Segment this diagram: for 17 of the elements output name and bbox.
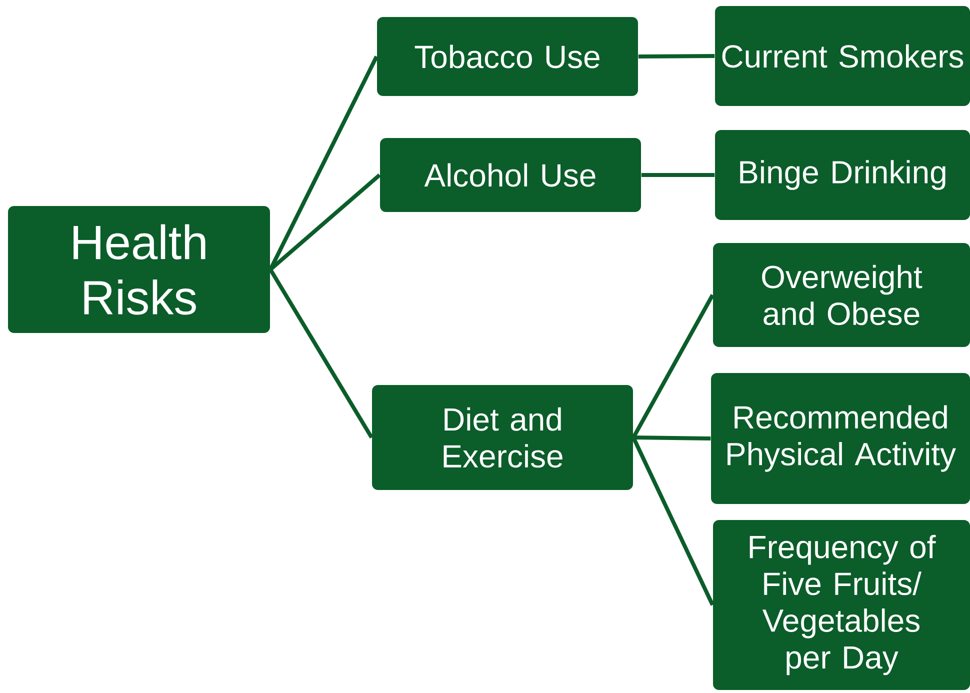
connector-line — [632, 436, 714, 606]
connector-line — [268, 268, 374, 439]
connector-line — [268, 56, 378, 270]
process-box: Health Risks — [8, 206, 270, 334]
connector-line — [641, 173, 715, 177]
connector-line — [638, 54, 715, 58]
connector-line — [633, 436, 711, 440]
process-box: Tobacco Use — [377, 17, 638, 96]
process-box: Overweight and Obese — [713, 243, 970, 347]
connector-line — [269, 174, 381, 272]
process-box: Diet and Exercise — [372, 385, 633, 490]
process-box: Alcohol Use — [380, 138, 641, 212]
process-box: Recommended Physical Activity — [711, 373, 970, 504]
process-box: Binge Drinking — [715, 130, 970, 220]
process-box: Current Smokers — [715, 6, 970, 106]
process-box: Frequency of Five Fruits/ Vegetables per Day — [713, 520, 970, 690]
connector-line — [632, 294, 714, 438]
